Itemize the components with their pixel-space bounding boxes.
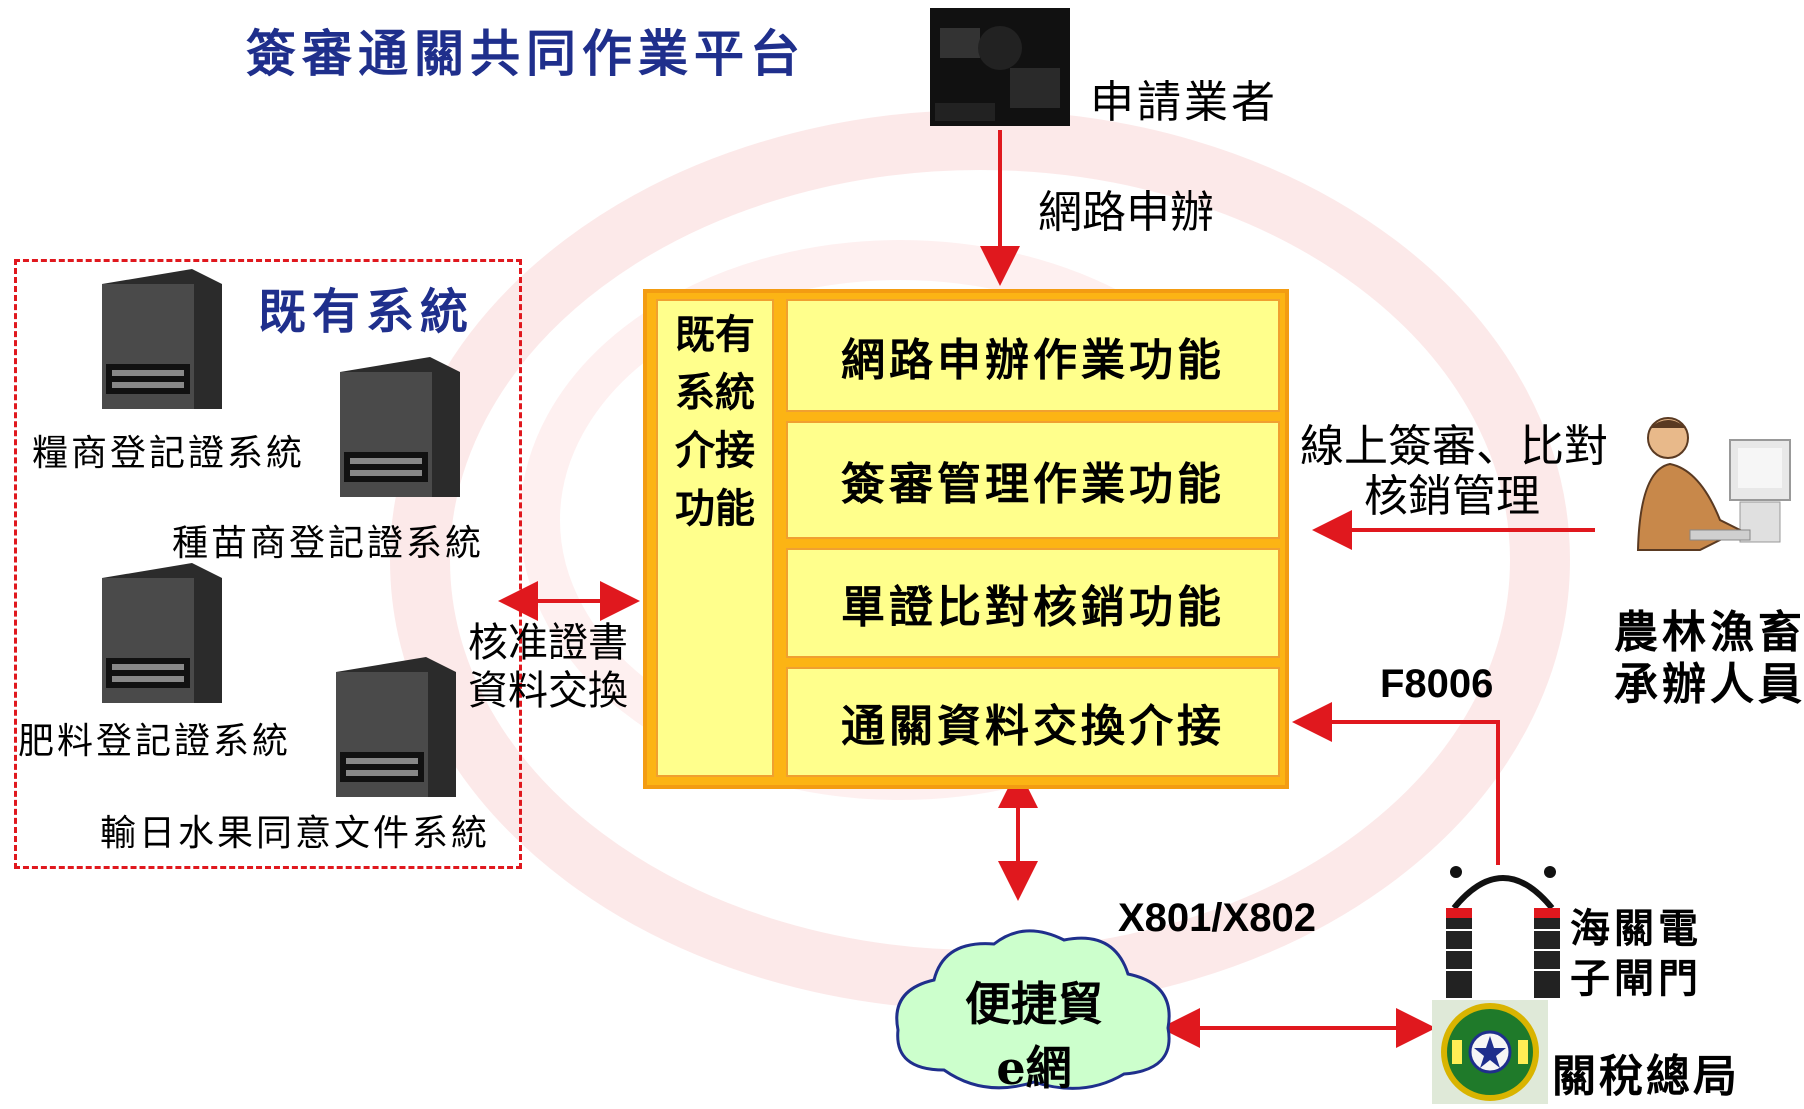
cloud-label-2: e網: [996, 1041, 1072, 1095]
function-cell-online: 網路申辦作業功能: [786, 299, 1280, 412]
cloud-label-1: 便捷貿: [965, 977, 1103, 1031]
server-icon: [336, 657, 456, 797]
gate-label-2: 子閘門: [1570, 955, 1702, 1002]
exchange-label-2: 資料交換: [468, 668, 628, 714]
customs-emblem-icon: [1432, 1000, 1548, 1104]
page-title: 簽審通關共同作業平台: [246, 24, 806, 83]
platform-column-cell: [656, 299, 774, 777]
server-icon: [340, 357, 460, 497]
platform-column-label: 既有系統介接功能: [675, 311, 755, 532]
system-label-grain: 糧商登記證系統: [32, 433, 306, 474]
officer-label-2: 承辦人員: [1614, 659, 1804, 710]
system-label-fruit: 輸日水果同意文件系統: [100, 813, 491, 854]
system-label-fertilizer: 肥料登記證系統: [18, 721, 292, 762]
function-cell-verify: 單證比對核銷功能: [786, 548, 1280, 658]
officer-at-computer-icon: [1636, 417, 1791, 551]
exchange-label-1: 核准證書: [468, 620, 628, 666]
system-label-seed: 種苗商登記證系統: [172, 523, 485, 564]
function-cell-review: 簽審管理作業功能: [786, 421, 1280, 539]
x801-label: X801/X802: [1118, 896, 1316, 940]
server-icon: [102, 563, 222, 703]
gate-label-1: 海關電: [1570, 905, 1702, 952]
function-cell-exchange: 通關資料交換介接: [786, 667, 1280, 777]
officer-arrow-label-2: 核銷管理: [1364, 471, 1540, 522]
server-icon: [102, 269, 222, 409]
officer-arrow-label-1: 線上簽審、比對: [1300, 421, 1608, 472]
arrow-f8006: [1292, 702, 1500, 865]
f8006-label: F8006: [1380, 662, 1494, 706]
existing-systems-box: [14, 259, 522, 869]
officer-label-1: 農林漁畜: [1614, 607, 1804, 658]
existing-systems-title: 既有系統: [258, 284, 475, 340]
gate-icon: [1446, 866, 1560, 998]
applicant-label: 申請業者: [1090, 77, 1278, 128]
customs-label: 關稅總局: [1552, 1051, 1740, 1102]
applicant-arrow-label: 網路申辦: [1038, 187, 1214, 238]
applicant-silhouette-icon: [930, 8, 1070, 126]
cloud-shape: [895, 929, 1171, 1090]
